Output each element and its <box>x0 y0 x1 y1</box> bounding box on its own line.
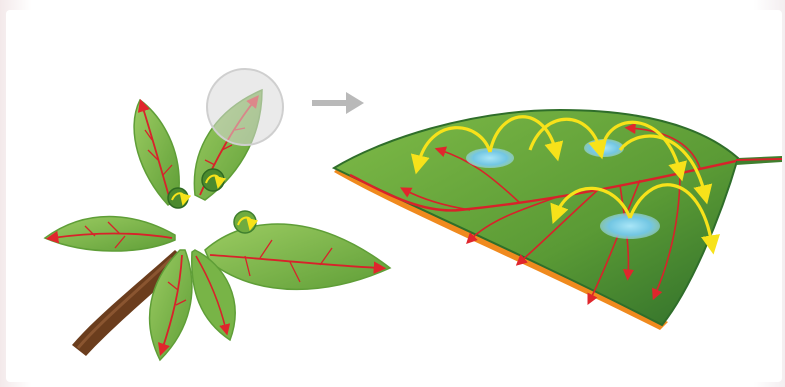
bud-2 <box>202 169 224 191</box>
right-arrow-icon <box>312 92 364 114</box>
bud-1 <box>168 188 188 208</box>
leaf-bottom-right <box>205 224 390 289</box>
leaf-left <box>45 217 175 251</box>
plant-shoot <box>45 69 390 360</box>
bud-3 <box>234 211 256 233</box>
zoomed-leaf <box>334 110 782 330</box>
magnifier-circle <box>207 69 283 145</box>
leaf-bottom <box>150 250 192 360</box>
